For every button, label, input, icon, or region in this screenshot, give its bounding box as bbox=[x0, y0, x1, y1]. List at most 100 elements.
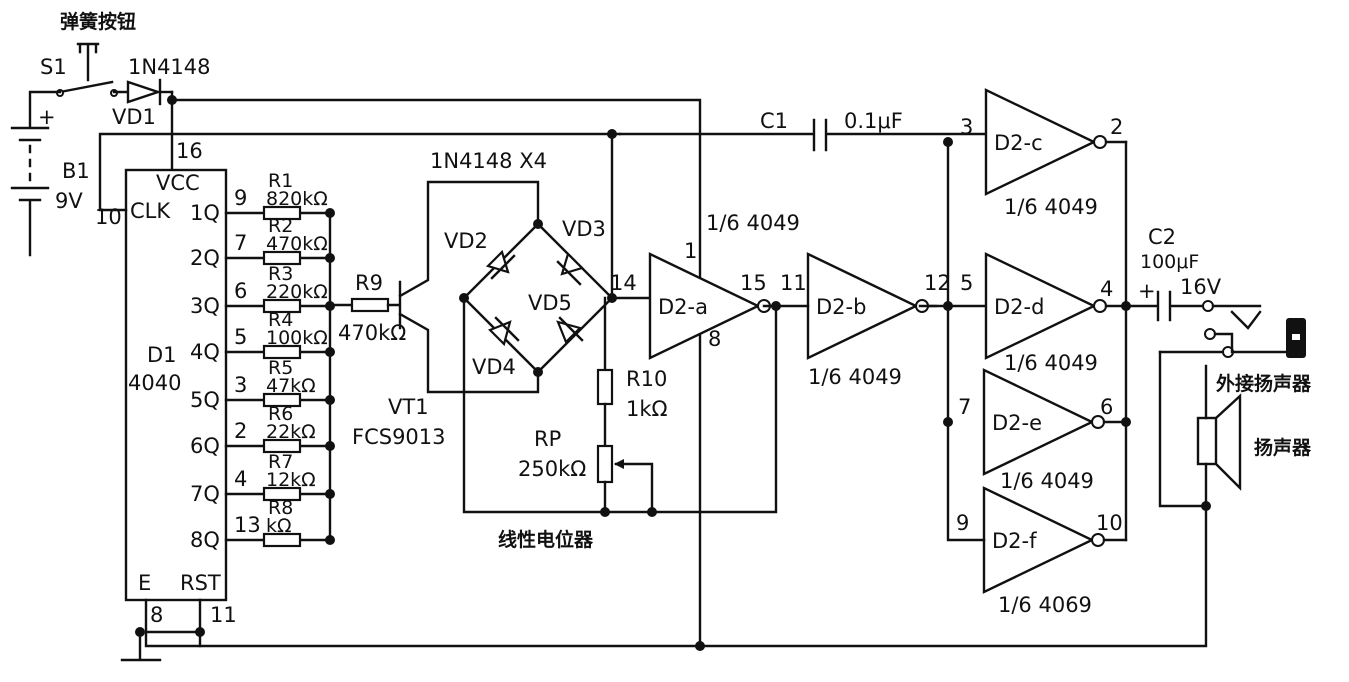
output-section: C2 100μF 16V + 外接扬声器 扬声器 bbox=[198, 137, 1312, 651]
gate-input-pin-label: 9 bbox=[956, 511, 969, 535]
vd5-label: VD5 bbox=[528, 291, 572, 315]
s1-label: S1 bbox=[40, 55, 67, 79]
resistor-name-label: R4 bbox=[268, 309, 293, 331]
d1-label: D1 bbox=[147, 343, 177, 367]
pin16-label: 16 bbox=[176, 139, 203, 163]
r10-resistor bbox=[596, 368, 614, 406]
pin-number-label: 5 bbox=[234, 325, 247, 349]
pin8-label: 8 bbox=[150, 603, 163, 627]
pin-number-label: 3 bbox=[234, 373, 247, 397]
resistor-value-label: kΩ bbox=[266, 515, 292, 537]
gate-input-pin-label: 3 bbox=[960, 115, 973, 139]
vcc-label: VCC bbox=[156, 171, 200, 195]
pin-number-label: 4 bbox=[234, 467, 247, 491]
power-section: 弹簧按钮 S1 1N4148 + B1 9V VD1 bbox=[10, 10, 702, 648]
inverter-triangle bbox=[982, 368, 1095, 476]
diode-bridge: 1N4148 X4 VD2 VD3 VD4 VD5 bbox=[430, 129, 778, 514]
c2-plus-label: + bbox=[1138, 279, 1156, 303]
resistor-name-label: R8 bbox=[268, 497, 293, 519]
r9-value-label: 470kΩ bbox=[338, 321, 406, 345]
resistor-name-label: R5 bbox=[268, 357, 293, 379]
gate-part-label: 1/6 4049 bbox=[706, 211, 800, 235]
c1-label: C1 bbox=[760, 109, 788, 133]
c2-value-label: 100μF bbox=[1140, 251, 1199, 273]
q-pin-label: 5Q bbox=[190, 388, 220, 412]
vt1-emitter-wire bbox=[398, 312, 540, 394]
diode-1n4148-label: 1N4148 bbox=[128, 55, 211, 79]
gate-output-pin-label: 4 bbox=[1100, 277, 1113, 301]
gate-input-pin-label: 11 bbox=[780, 271, 807, 295]
battery-b1 bbox=[10, 90, 62, 257]
gate-part-label: 1/6 4069 bbox=[998, 593, 1092, 617]
resistor-name-label: R7 bbox=[268, 451, 293, 473]
e-pin-label: E bbox=[138, 571, 151, 595]
q-pin-label: 6Q bbox=[190, 434, 220, 458]
q-pin-label: 2Q bbox=[190, 246, 220, 270]
q-pin-label: 4Q bbox=[190, 340, 220, 364]
parallel-input-bus bbox=[946, 140, 986, 542]
capacitor-c2 bbox=[1124, 290, 1204, 322]
inverter-bubble bbox=[1093, 299, 1107, 313]
inverter-bubble bbox=[1093, 135, 1107, 149]
q-pin-label: 7Q bbox=[190, 482, 220, 506]
ground-symbol bbox=[120, 630, 162, 662]
pin11-label: 11 bbox=[210, 603, 237, 627]
clk-label: CLK bbox=[130, 199, 171, 223]
gate-name-label: D2-d bbox=[994, 295, 1044, 319]
resistor-r3 bbox=[262, 298, 302, 314]
pin-number-label: 13 bbox=[234, 513, 261, 537]
gate-vdd-pin-label: 1 bbox=[684, 239, 697, 263]
pin-number-label: 2 bbox=[234, 419, 247, 443]
resistor-value-label: 12kΩ bbox=[266, 469, 316, 491]
gate-name-label: D2-e bbox=[992, 411, 1042, 435]
linear-pot-label: 线性电位器 bbox=[498, 528, 594, 551]
resistor-value-label: 220kΩ bbox=[266, 281, 328, 303]
r9-label: R9 bbox=[355, 271, 383, 295]
gate-name-label: D2-c bbox=[994, 131, 1043, 155]
d1-ground-wire bbox=[144, 598, 202, 648]
gate-part-label: 1/6 4049 bbox=[1000, 469, 1094, 493]
c2-label: C2 bbox=[1148, 225, 1176, 249]
counter-d1: 16 VCC CLK 10 D1 4040 E RST 8 11 bbox=[95, 132, 622, 662]
gate-input-pin-label: 5 bbox=[960, 271, 973, 295]
resistor-r4 bbox=[262, 344, 302, 360]
capacitor-c1: C1 0.1μF bbox=[618, 109, 988, 152]
resistor-r8 bbox=[262, 532, 302, 548]
ext-speaker-jack bbox=[1158, 300, 1306, 508]
gate-name-label: D2-b bbox=[816, 295, 866, 319]
bridge-title-label: 1N4148 X4 bbox=[430, 149, 547, 173]
battery-plus-label: + bbox=[38, 105, 56, 129]
q-pin-label: 8Q bbox=[190, 528, 220, 552]
vt1-label: VT1 bbox=[388, 395, 429, 419]
rp-potentiometer bbox=[596, 444, 614, 484]
gate-name-label: D2-a bbox=[658, 295, 708, 319]
spring-button-label: 弹簧按钮 bbox=[60, 10, 136, 33]
counter-outputs: 1Q9R1820kΩ2Q7R2470kΩ3Q6R3220kΩ4Q5R4100kΩ… bbox=[190, 170, 335, 552]
gate-d2-c: D2-c 3 2 1/6 4049 bbox=[960, 88, 1128, 219]
inverter-triangle bbox=[984, 252, 1097, 360]
gate-output-pin-label: 2 bbox=[1110, 115, 1123, 139]
q-pin-label: 3Q bbox=[190, 294, 220, 318]
resistor-name-label: R1 bbox=[268, 170, 293, 192]
resistor-value-label: 47kΩ bbox=[266, 375, 316, 397]
resistor-r1 bbox=[262, 205, 302, 221]
pin-number-label: 6 bbox=[234, 279, 247, 303]
b1-voltage-label: 9V bbox=[55, 189, 83, 213]
resistor-r5 bbox=[262, 392, 302, 408]
speaker-icon bbox=[695, 364, 1242, 651]
vt1-collector-wire bbox=[398, 180, 540, 298]
gate-part-label: 1/6 4049 bbox=[1004, 195, 1098, 219]
